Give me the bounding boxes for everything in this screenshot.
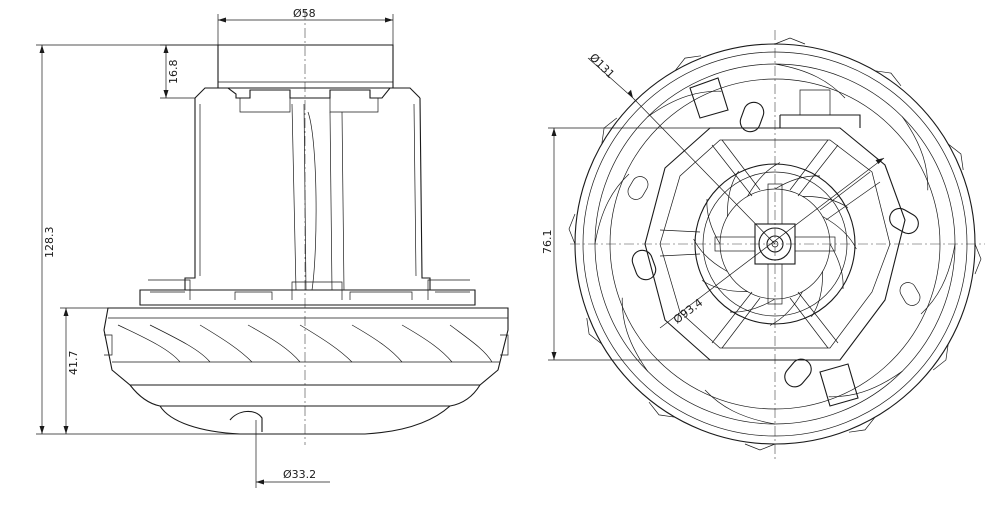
- fan-housing-bands: [108, 317, 508, 363]
- shoulder-notches: [239, 98, 379, 113]
- brush-holder-box: [799, 89, 831, 116]
- dim-outlet-diameter: Ø33.2: [255, 420, 330, 488]
- impeller-ring: [694, 163, 856, 325]
- dim-shoulder-height: 16.8: [160, 44, 218, 99]
- base-plate: [139, 289, 476, 306]
- bottom-dome-lower: [159, 405, 451, 435]
- impeller-blades: [693, 162, 857, 326]
- dim-shoulder-height-label: 16.8: [167, 60, 180, 85]
- housing-inner-walls: [199, 103, 417, 277]
- fan-ring-inner: [609, 78, 941, 410]
- dim-fan-height: 41.7: [60, 307, 108, 434]
- dim-bracket-height-label: 76.1: [541, 230, 554, 255]
- top-view: Ø131 76.1 Ø93.4: [541, 30, 985, 460]
- dim-outer-diameter-label: Ø131: [587, 51, 617, 81]
- hub-circle: [758, 227, 792, 261]
- top-cap: [217, 44, 394, 89]
- perimeter-teeth: [568, 37, 982, 451]
- fan-vanes: [117, 324, 493, 363]
- bracket-arms: [659, 139, 881, 349]
- shoulder-ledge: [194, 87, 421, 99]
- dim-fan-height-label: 41.7: [67, 351, 80, 376]
- outer-vanes: [594, 63, 956, 425]
- housing-ribs: [291, 103, 345, 291]
- bracket-frame: [644, 127, 906, 361]
- outer-ring-inner: [582, 51, 968, 437]
- mount-slots: [627, 101, 921, 388]
- housing-walls: [184, 97, 431, 290]
- dim-total-height: 128.3: [36, 44, 240, 435]
- side-view: Ø58 16.8 128.3 41.7: [36, 7, 509, 488]
- terminal-tab-top: [689, 77, 729, 119]
- shaft: [766, 235, 784, 253]
- base-terminals: [148, 279, 470, 300]
- fan-housing: [103, 307, 509, 386]
- terminal-tab-bottom: [819, 363, 859, 407]
- dim-outlet-diameter-label: Ø33.2: [283, 468, 316, 481]
- impeller-ring-inner: [702, 171, 848, 317]
- dim-top-diameter-label: Ø58: [293, 7, 316, 20]
- dim-top-diameter: Ø58: [217, 7, 394, 45]
- housing-rib-curve: [307, 111, 317, 291]
- dim-outer-diameter: Ø131: [587, 51, 776, 245]
- outlet-lip: [229, 410, 263, 432]
- dim-total-height-label: 128.3: [43, 227, 56, 259]
- fan-ring: [594, 63, 956, 425]
- dim-impeller-diameter-label: Ø93.4: [671, 296, 705, 326]
- fan-side-clips: [104, 334, 509, 356]
- brush-holder-top: [779, 114, 861, 128]
- dim-impeller-diameter: Ø93.4: [659, 157, 885, 329]
- hub-square: [754, 223, 796, 265]
- dim-bracket-height: 76.1: [541, 127, 710, 361]
- bracket-frame-inner: [659, 139, 891, 349]
- bottom-dome-upper: [129, 384, 481, 407]
